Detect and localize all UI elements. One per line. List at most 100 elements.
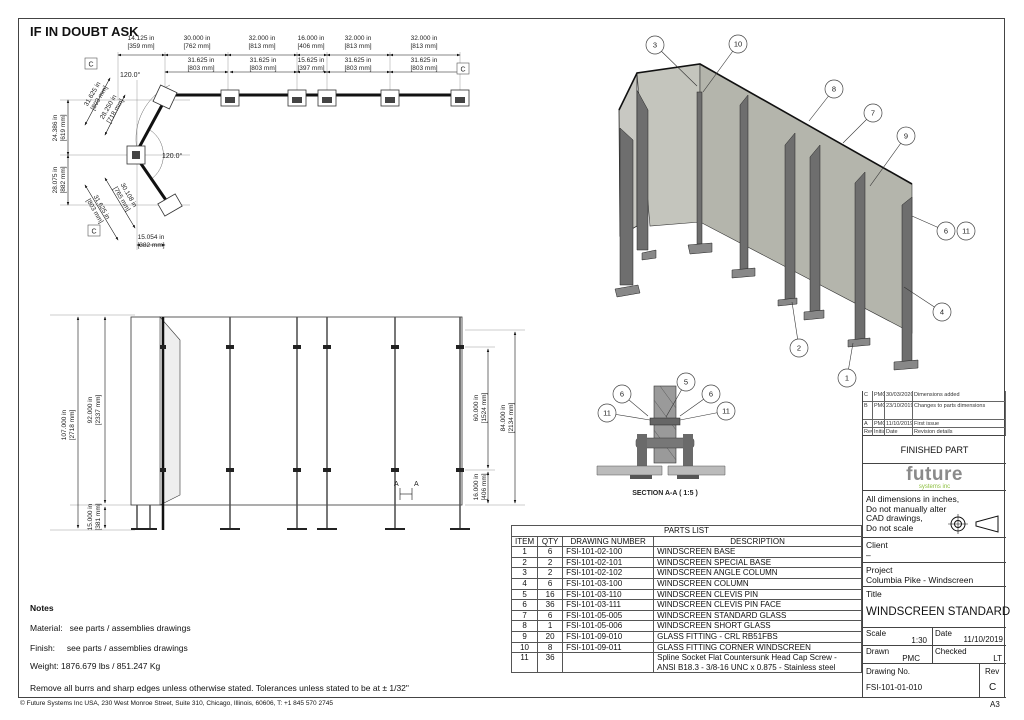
balloon-number: 2 (797, 344, 801, 353)
notice-line: All dimensions in inches, (866, 494, 960, 504)
dimension-label: 31.625 in[803 mm] (410, 57, 437, 72)
balloon-number: 3 (653, 41, 657, 50)
item-balloon: 4 (903, 286, 952, 322)
cell-item: 5 (510, 588, 539, 601)
dimension-label: 32.000 in[813 mm] (344, 35, 371, 50)
dimension-label: 31.625 in[803 mm] (344, 57, 371, 72)
cell-description: WINDSCREEN COLUMN (653, 577, 862, 590)
balloon-number: 4 (940, 308, 944, 317)
cell-drawing-number: FSI-101-02-102 (562, 567, 655, 579)
cell-drawing-number: FSI-101-09-010 (562, 630, 655, 643)
cell-description: Spline Socket Flat Countersunk Head Cap … (653, 652, 862, 674)
col-qty: QTY (537, 535, 564, 548)
dimension-label: 15.000 in[381 mm] (87, 503, 102, 530)
cell-drawing-number (562, 652, 655, 674)
dimension-inches: 31.625 in (250, 57, 277, 64)
angle-label: 120.0° (162, 152, 183, 160)
item-balloon: 5 (665, 372, 696, 418)
drawn-field: Drawn PMC (863, 646, 933, 664)
dimension-inches: 92.000 in (87, 396, 94, 423)
notice-line: CAD drawings, (866, 513, 923, 523)
item-balloon: 6 (612, 384, 649, 417)
item-balloon: 6 (679, 384, 721, 417)
balloon-number: 8 (832, 85, 836, 94)
dimension-mm: [406 mm] (481, 473, 488, 500)
notes-material: Material: see parts / assemblies drawing… (30, 623, 191, 633)
cell-drawing-number: FSI-101-02-100 (562, 546, 655, 558)
col-description: DESCRIPTION (653, 535, 862, 548)
dimension-inches: 15.054 in (138, 234, 165, 241)
client-value: – (866, 550, 871, 560)
rev-header: Initials (873, 428, 885, 436)
date-value: 11/10/2019 (963, 635, 1003, 644)
drawn-label: Drawn (866, 647, 890, 656)
cell-description: GLASS FITTING - CRL RB51FBS (653, 630, 862, 643)
project-field: Project Columbia Pike - Windscreen (863, 563, 1006, 587)
client-field: Client – (863, 538, 1006, 563)
cell-item: 9 (510, 630, 539, 643)
dimension-inches: 30.000 in (184, 35, 211, 42)
notes-tolerance: Remove all burrs and sharp edges unless … (30, 683, 409, 693)
rev-details: Dimensions added (913, 391, 1006, 402)
dimension-inches: 32.000 in (411, 35, 438, 42)
cell-qty: 1 (537, 620, 564, 632)
sheet-size: A3 (990, 700, 1000, 709)
company-logo: future systems inc (863, 464, 1006, 490)
checked-field: Checked LT (933, 646, 1006, 664)
drawing-number-field: Drawing No. FSI-101-01-010 (863, 664, 980, 698)
scale-label: Scale (866, 629, 887, 638)
front-elevation-view: 107.000 in[2718 mm]92.000 in[2337 mm]15.… (50, 314, 525, 531)
cell-description: WINDSCREEN BASE (653, 546, 862, 558)
dimension-mm: [882 mm] (60, 166, 67, 193)
dimension-label: 31.625 in[803 mm] (249, 57, 276, 72)
balloon-number: 6 (709, 390, 713, 399)
dimension-label: 14.125 in[359 mm] (127, 35, 154, 50)
drawing-number-label: Drawing No. (866, 667, 911, 676)
cell-item: 10 (510, 641, 539, 654)
dimension-inches: 84.000 in (500, 404, 507, 431)
drawing-notice: All dimensions in inches, Do not manuall… (863, 490, 1006, 538)
notice-line: Do not scale (866, 522, 914, 533)
cell-qty: 6 (537, 546, 564, 558)
dimension-label: 15.625 in[397 mm] (297, 57, 324, 72)
dimension-label: 32.000 in[813 mm] (410, 35, 437, 50)
checked-label: Checked (935, 647, 967, 656)
cell-qty: 8 (537, 641, 564, 654)
cell-drawing-number: FSI-101-02-101 (562, 556, 655, 569)
dimension-label: 31.625 in[803 mm] (187, 57, 214, 72)
parts-list-table: PARTS LIST ITEM QTY DRAWING NUMBER DESCR… (510, 525, 862, 674)
cell-qty: 6 (537, 609, 564, 622)
third-angle-projection-icon (948, 514, 999, 534)
rev-details: Changes to parts dimensions (913, 402, 1006, 420)
dimension-mm: [1524 mm] (481, 392, 488, 423)
drawing-frame (18, 18, 1005, 698)
cell-drawing-number: FSI-101-03-100 (562, 577, 655, 590)
checked-value: LT (993, 654, 1002, 663)
dimension-inches: 16.000 in (298, 35, 325, 42)
cell-qty: 6 (537, 577, 564, 590)
dimension-mm: [813 mm] (410, 43, 437, 50)
item-balloon: 9 (869, 126, 916, 187)
rev-header: Rev (863, 428, 873, 436)
cell-item: 4 (510, 577, 539, 590)
description-line: Spline Socket Flat Countersunk Head Cap … (657, 653, 837, 663)
section-marker-c: C (460, 67, 465, 74)
rev-initials: PMC (873, 391, 885, 402)
section-marker-a: A (394, 481, 399, 488)
balloon-number: 6 (620, 390, 624, 399)
item-balloon: 8 (808, 79, 844, 122)
section-marker-c: C (91, 229, 96, 236)
section-marker-a: A (414, 481, 419, 488)
cell-description: WINDSCREEN STANDARD GLASS (653, 609, 862, 622)
notes-heading: Notes (30, 603, 54, 613)
dimension-label: 107.000 in[2718 mm] (61, 409, 76, 440)
project-label: Project (866, 565, 893, 575)
cell-drawing-number: FSI-101-03-110 (562, 588, 655, 601)
balloon-number: 5 (684, 378, 688, 387)
rev-letter: C (863, 391, 873, 402)
title-block: C PMC 30/03/2020 Dimensions added B PMC … (862, 391, 1010, 698)
